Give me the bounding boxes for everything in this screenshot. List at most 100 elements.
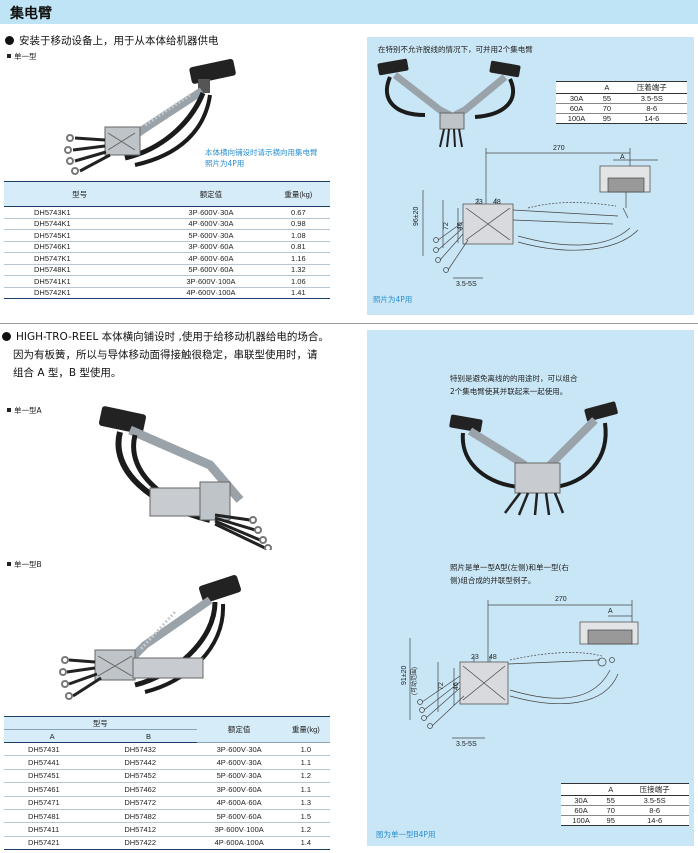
table-cell: DH57472 — [100, 796, 197, 810]
col-type-b: B — [100, 729, 197, 743]
dim-91-sub: (可动范围) — [410, 667, 418, 695]
dim-96: 96±20 — [413, 206, 420, 226]
table-cell: 60A — [556, 103, 598, 114]
panel2-text-mid: 照片是单一型A型(左侧)和单一型(右 侧)组合成的并联型例子。 — [450, 561, 569, 587]
table-cell: DH57412 — [100, 822, 197, 837]
table-cell: DH57462 — [100, 782, 197, 797]
col-model-group: 型号 — [4, 716, 197, 730]
table-cell: 55 — [597, 93, 617, 104]
table-cell: DH57461 — [4, 782, 101, 797]
dim-48: 48 — [493, 199, 501, 206]
dim-46: 46 — [457, 222, 464, 230]
type-a-label: 单一型A — [7, 405, 42, 416]
col-weight: 重量(kg) — [266, 181, 330, 207]
table-cell: 95 — [597, 113, 617, 124]
table-cell: 3.5-5S — [620, 795, 689, 806]
table-cell: DH5745K1 — [4, 229, 156, 242]
table-cell: 60A — [561, 805, 602, 816]
dim-91: 91±20 — [401, 665, 408, 685]
table-cell: DH57452 — [100, 769, 197, 784]
table-cell: 0.98 — [266, 218, 330, 230]
table-cell: 4P·600V·30A — [196, 755, 282, 770]
table-cell: 4P·600V·60A — [155, 252, 267, 265]
table-cell: DH57442 — [100, 755, 197, 770]
table-cell: 1.5 — [281, 809, 330, 824]
table-cell: 8-6 — [616, 103, 687, 114]
dim-23: 23 — [475, 199, 483, 206]
table-cell: 1.4 — [281, 836, 330, 851]
table-cell: 3P·600V·100A — [196, 822, 282, 837]
collector-arm-photo-type-a — [98, 406, 272, 550]
col-rating: 额定值 — [155, 181, 267, 207]
dim-a: A — [608, 608, 613, 615]
table-cell: 1.41 — [266, 287, 330, 299]
dimension-drawing-2: 270 A 23 48 72 46 91±20 (可动范围) 3.5-5S — [401, 596, 639, 748]
table-cell: DH5746K1 — [4, 241, 156, 253]
dim-72: 72 — [438, 682, 445, 690]
table-cell: 5P·600V·30A — [155, 229, 267, 242]
table-cell: 95 — [601, 815, 621, 826]
page-title: 集电臂 — [10, 6, 52, 22]
collector-arm-photo-single — [64, 58, 236, 175]
col-a: A — [597, 81, 617, 94]
dimension-drawing-1: 270 A 23 48 72 46 96±20 3.5-5S — [413, 145, 658, 288]
table-cell: 1.3 — [281, 796, 330, 810]
table-cell: 1.1 — [281, 782, 330, 797]
table-cell: DH5742K1 — [4, 287, 156, 299]
section1-type-label: 单一型 — [7, 51, 37, 62]
dual-arm-photo — [377, 58, 521, 148]
section2-line3: 组合 A 型，B 型使用。 — [13, 367, 122, 379]
table-cell: 100A — [561, 815, 602, 826]
page-header: 集电臂 — [0, 0, 698, 24]
table-cell: DH57441 — [4, 755, 101, 770]
table-cell: 3.5-5S — [616, 93, 687, 104]
table-cell: 1.2 — [281, 822, 330, 837]
table-cell: 4P·600A·100A — [196, 836, 282, 851]
type-a-label-text: 单一型A — [14, 406, 42, 415]
dim-270: 270 — [553, 145, 565, 152]
col-type-a: A — [4, 729, 101, 743]
table-cell: DH57422 — [100, 836, 197, 851]
table-cell: DH5744K1 — [4, 218, 156, 230]
col-model: 型号 — [4, 181, 156, 207]
section1-bullet-text: 安装于移动设备上，用于从本体给机器供电 — [19, 35, 219, 47]
table-header-row: 型号 额定值 重量(kg) — [4, 181, 330, 207]
parallel-arm-photo — [449, 401, 618, 516]
table-cell: DH57451 — [4, 769, 101, 784]
table-cell: 0.67 — [266, 206, 330, 219]
table-cell: 3P·600V·30A — [196, 742, 282, 757]
table-cell: 14-6 — [616, 113, 687, 124]
table-cell: 8-6 — [620, 805, 689, 816]
panel2-text-top-line2: 2个集电臂使其并联起来一起使用。 — [450, 387, 568, 396]
type-b-label-text: 单一型B — [14, 560, 42, 569]
table-cell: DH5741K1 — [4, 275, 156, 288]
table-cell: 1.1 — [281, 755, 330, 770]
square-bullet-icon — [7, 54, 11, 58]
table-cell: DH57421 — [4, 836, 101, 851]
table-cell: DH57482 — [100, 809, 197, 824]
col-terminal: 压着端子 — [616, 81, 687, 94]
table-cell: 4P·600V·100A — [155, 287, 267, 299]
table-cell: 3P·600V·100A — [155, 275, 267, 288]
table-cell: 30A — [561, 795, 602, 806]
col-terminal: 压接端子 — [620, 783, 689, 796]
bullet-icon — [5, 36, 14, 45]
col-rating: 额定值 — [196, 716, 282, 743]
